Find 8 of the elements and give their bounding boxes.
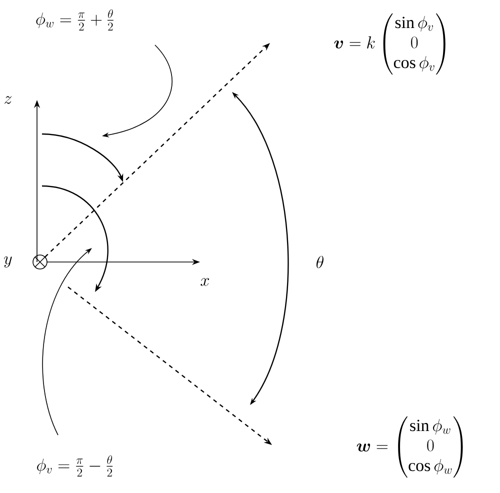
formula: $\phi_v = \frac{\pi}{2} - \frac{\theta}{2}$: [37, 455, 113, 477]
formula: $\boldsymbol{w} = \begin{pmatrix} \sin\phi_w \\ 0 \\ \cos\phi_w \end{pmatrix}$: [356, 416, 463, 478]
axis-label: $z$: [4, 96, 12, 104]
axis-label: $x$: [200, 278, 210, 286]
formula: $\theta$: [316, 256, 324, 268]
formula: $\phi_w = \frac{\pi}{2} + \frac{\theta}{2}$: [36, 9, 114, 31]
formula: $\boldsymbol{v} = k \begin{pmatrix} \sin\phi_v \\ 0 \\ \cos\phi_v \end{pmatrix}$: [334, 13, 446, 75]
axis-label: $y$: [4, 256, 12, 268]
